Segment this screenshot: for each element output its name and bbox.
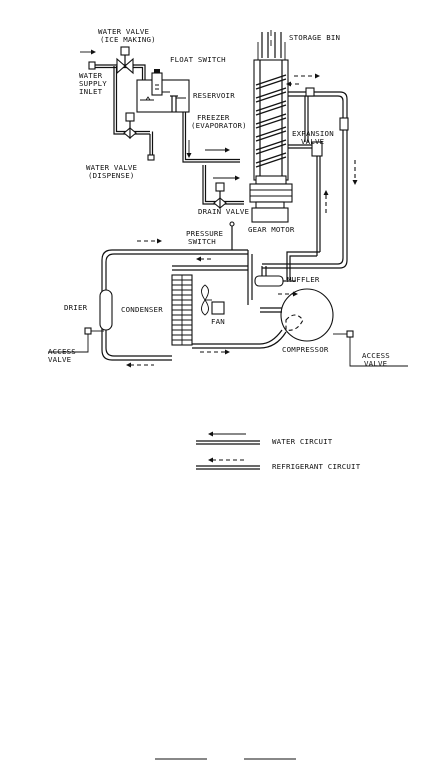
float-switch [151,72,163,96]
label-water-supply: WATER [79,71,103,80]
label-dispense: (DISPENSE) [88,171,135,180]
fan [201,284,225,316]
label-drier: DRIER [64,303,88,312]
compressor [259,288,334,349]
label-condenser: CONDENSER [121,305,163,314]
drier [99,289,113,331]
drain-valve [213,182,227,210]
legend: WATER CIRCUIT REFRIGERANT CIRCUIT [196,431,361,471]
label-storage-bin: STORAGE BIN [289,33,340,42]
label-water-valve-dispense: WATER VALVE [86,163,137,172]
label-pressure: PRESSURE [186,229,223,238]
label-drain-valve: DRAIN VALVE [198,207,249,216]
label-water-valve-ice: WATER VALVE [98,27,149,36]
label-access-valve-right: ACCESS [362,351,390,360]
label-gear-motor: GEAR MOTOR [248,225,295,234]
legend-refrigerant-circuit: REFRIGERANT CIRCUIT [272,462,361,471]
access-valve-right [346,330,354,338]
label-expansion: EXPANSION [292,129,334,138]
label-access-valve-right-2: VALVE [364,359,387,368]
label-water-supply-3: INLET [79,87,103,96]
gear-motor [251,201,289,223]
ice-making-water-valve [116,46,134,75]
label-freezer: FREEZER [197,113,230,122]
reservoir [136,69,190,113]
label-access-valve-left-2: VALVE [48,355,71,364]
label-evaporator: (EVAPORATOR) [191,121,247,130]
muffler [254,266,284,287]
refrigerant-piping [101,87,349,361]
access-valve-left [84,327,92,335]
label-access-valve-left: ACCESS [48,347,76,356]
label-muffler: MUFFLER [287,275,320,284]
water-section [80,46,244,210]
legend-water-circuit: WATER CIRCUIT [272,437,333,446]
label-fan: FAN [211,317,225,326]
dispense-water-valve [123,112,137,140]
label-compressor: COMPRESSOR [282,345,329,354]
label-reservoir: RESERVOIR [193,91,235,100]
expansion-valve [288,96,323,256]
labels: WATER VALVE (ICE MAKING) FLOAT SWITCH ST… [48,27,390,368]
label-float-switch: FLOAT SWITCH [170,55,226,64]
label-pressure-switch: SWITCH [188,237,216,246]
condenser [171,274,193,346]
label-expansion-valve: VALVE [301,137,324,146]
water-inlet-fitting [88,61,96,70]
label-water-supply-2: SUPPLY [79,79,107,88]
freezer-evaporator [249,30,293,203]
label-ice-making: (ICE MAKING) [100,35,156,44]
